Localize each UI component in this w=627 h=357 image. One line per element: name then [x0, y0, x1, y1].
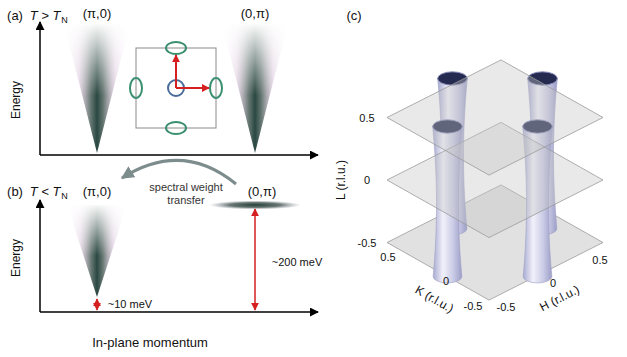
label: Energy — [10, 239, 24, 277]
label: (0,π) — [248, 185, 276, 200]
label: (π,0) — [83, 7, 111, 22]
label: L (r.l.u.) — [335, 160, 349, 200]
label: -0.5 — [464, 300, 483, 313]
label: In-plane momentum — [92, 336, 208, 351]
subscript-label: N — [61, 15, 68, 25]
label: (b) — [7, 185, 23, 200]
label: (c) — [346, 9, 361, 24]
electron-pocket — [130, 78, 142, 98]
momentum-axis — [40, 311, 318, 313]
label: 0 — [550, 277, 556, 290]
label: -0.5 — [358, 236, 377, 249]
energy-axis — [39, 200, 41, 312]
label: (π,0) — [83, 185, 111, 200]
label: ~200 meV — [272, 256, 322, 269]
spin-wave-cone — [64, 24, 130, 153]
nesting-vector — [175, 55, 177, 88]
label: 0 — [364, 174, 370, 187]
label: -0.5 — [497, 301, 516, 314]
label: spectral weight transfer — [147, 181, 225, 206]
electron-pocket — [210, 78, 222, 98]
label: (a) — [7, 9, 23, 24]
momentum-axis — [40, 154, 318, 156]
electron-pocket — [166, 122, 186, 134]
label: K (r.l.u.) — [412, 284, 455, 317]
flat-band — [209, 201, 301, 210]
label: 0.5 — [592, 254, 607, 267]
spin-wave-cone — [222, 24, 288, 153]
label: 0.5 — [380, 251, 395, 264]
constant-L-plane — [387, 60, 603, 175]
energy-axis — [39, 22, 41, 155]
subscript-label: N — [61, 191, 68, 201]
gap-arrow — [96, 299, 98, 310]
label: 0.5 — [359, 111, 374, 124]
label: T > T — [30, 9, 61, 24]
label: T < T — [30, 185, 61, 200]
label: (0,π) — [241, 7, 269, 22]
label: 0 — [443, 275, 449, 288]
nesting-vector — [176, 87, 209, 89]
label: Energy — [10, 81, 24, 119]
label: ~10 meV — [108, 298, 152, 311]
gap-arrow — [254, 209, 256, 310]
transfer-arrow — [122, 160, 236, 184]
label: H (r.l.u.) — [538, 283, 582, 315]
electron-pocket — [166, 42, 186, 54]
spin-wave-cone — [67, 205, 127, 297]
brillouin-zone — [136, 48, 216, 128]
